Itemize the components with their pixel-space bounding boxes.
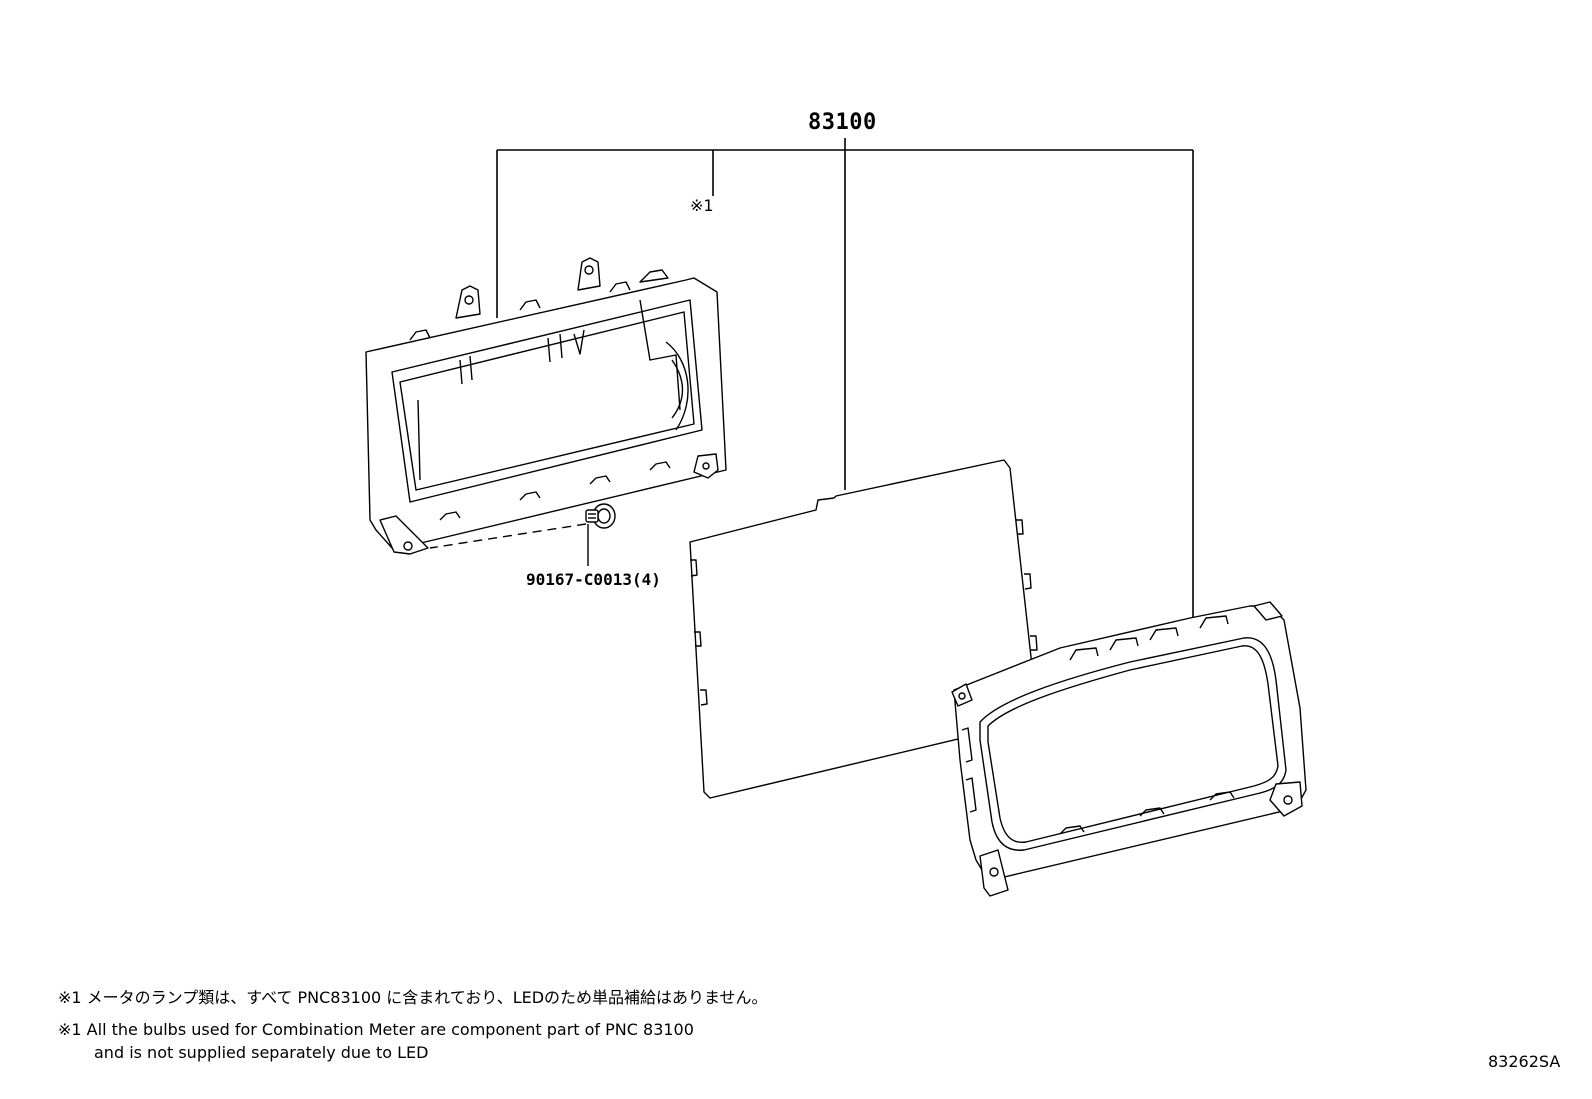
note-english-line-2: and is not supplied separately due to LE… (94, 1043, 429, 1062)
screw-90167 (586, 504, 615, 528)
part-number-screw: 90167-C0013(4) (526, 570, 661, 589)
leader-lines-83100 (497, 138, 1193, 618)
illustration-code: 83262SA (1488, 1052, 1561, 1071)
reference-mark-1: ※1 (690, 196, 714, 215)
note-japanese: ※1 メータのランプ類は、すべて PNC83100 に含まれており、LEDのため… (58, 988, 768, 1007)
part-number-83100: 83100 (808, 110, 877, 135)
display-panel (690, 460, 1038, 798)
meter-case-frame (366, 258, 726, 554)
meter-bezel-frame (952, 602, 1306, 896)
screw-leader-lines (430, 524, 588, 566)
note-english-line-1: ※1 All the bulbs used for Combination Me… (58, 1020, 694, 1039)
